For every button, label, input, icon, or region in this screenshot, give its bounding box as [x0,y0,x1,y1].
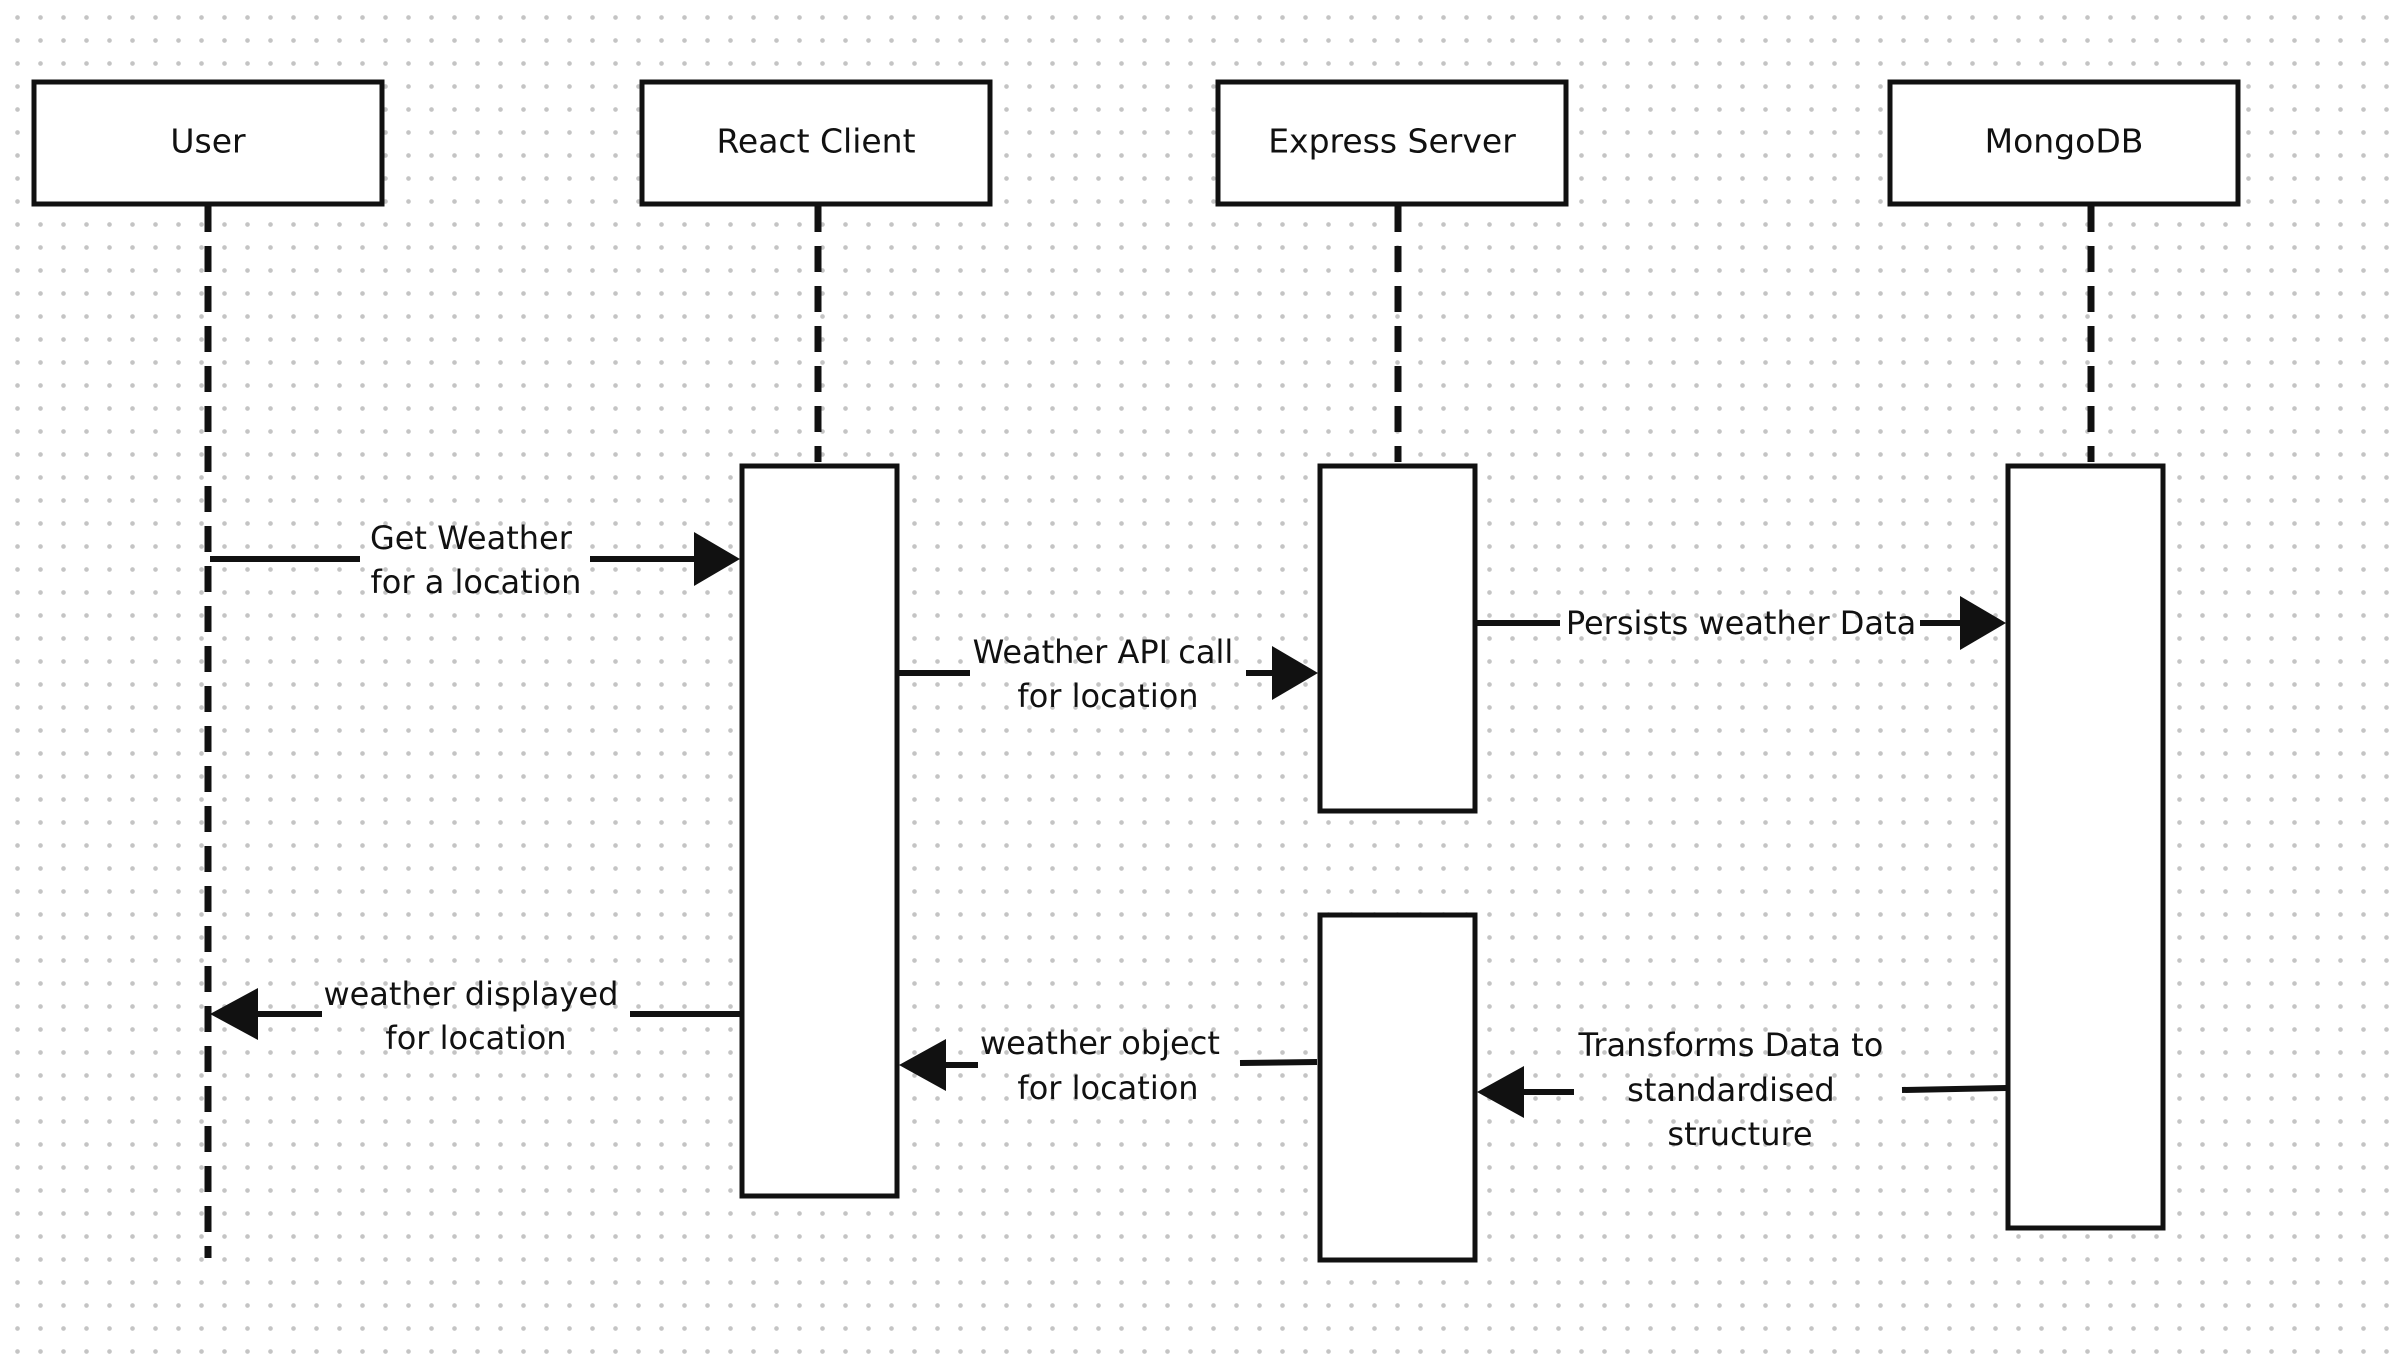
label-line: for location [385,1019,566,1057]
actor-label: MongoDB [1985,122,2144,161]
message-label-transforms-data: Transforms Data to standardised structur… [1578,1026,1894,1153]
message-transforms-data [1477,1066,2007,1118]
message-weather-displayed [210,988,740,1040]
activation-mongodb [2005,463,2166,1231]
actor-box [1887,79,2241,207]
actor-box [639,79,993,207]
message-persists-data [1477,596,2006,650]
lifelines [204,206,2095,1258]
arrow-line [1901,1085,2007,1093]
label-line: for location [1017,1069,1198,1107]
actor-label: React Client [716,122,915,161]
actor-box [1215,79,1569,207]
label-line: weather object [980,1024,1220,1062]
actor-label: User [170,122,246,161]
actor-mongodb: MongoDB [1887,79,2241,207]
arrowhead-left-icon [210,988,258,1040]
message-label-weather-displayed: weather displayed for location [323,975,628,1057]
label-line: standardised [1627,1071,1835,1109]
arrowhead-left-icon [1477,1066,1524,1118]
label-line: weather displayed [323,975,618,1013]
arrowhead-right-icon [1960,596,2006,650]
activation-express-server-response [1317,912,1478,1263]
message-weather-api-call [899,646,1318,700]
label-line: Get Weather [370,519,573,557]
label-line: structure [1667,1115,1812,1153]
message-get-weather [210,532,740,586]
arrow-line [1239,1059,1318,1066]
message-label-get-weather: Get Weather for a location [370,519,582,601]
activation-react-client [739,463,900,1199]
message-weather-object [899,1039,1318,1091]
message-label-weather-api-call: Weather API call for location [973,633,1244,715]
activations [739,463,2166,1263]
actor-react-client: React Client [639,79,993,207]
arrowhead-right-icon [694,532,740,586]
label-line: Transforms Data to [1578,1026,1884,1064]
label-line: Weather API call [973,633,1234,671]
label-line: for a location [371,563,582,601]
message-label-persists-data: Persists weather Data [1566,604,1916,642]
label-line: Persists weather Data [1566,604,1916,642]
actor-express-server: Express Server [1215,79,1569,207]
message-label-weather-object: weather object for location [980,1024,1230,1107]
actor-label: Express Server [1268,122,1516,161]
label-line: for location [1017,677,1198,715]
actor-user: User [31,79,385,207]
arrowhead-right-icon [1272,646,1318,700]
activation-express-server-request [1317,463,1478,814]
actor-box [31,79,385,207]
arrowhead-left-icon [899,1039,946,1091]
